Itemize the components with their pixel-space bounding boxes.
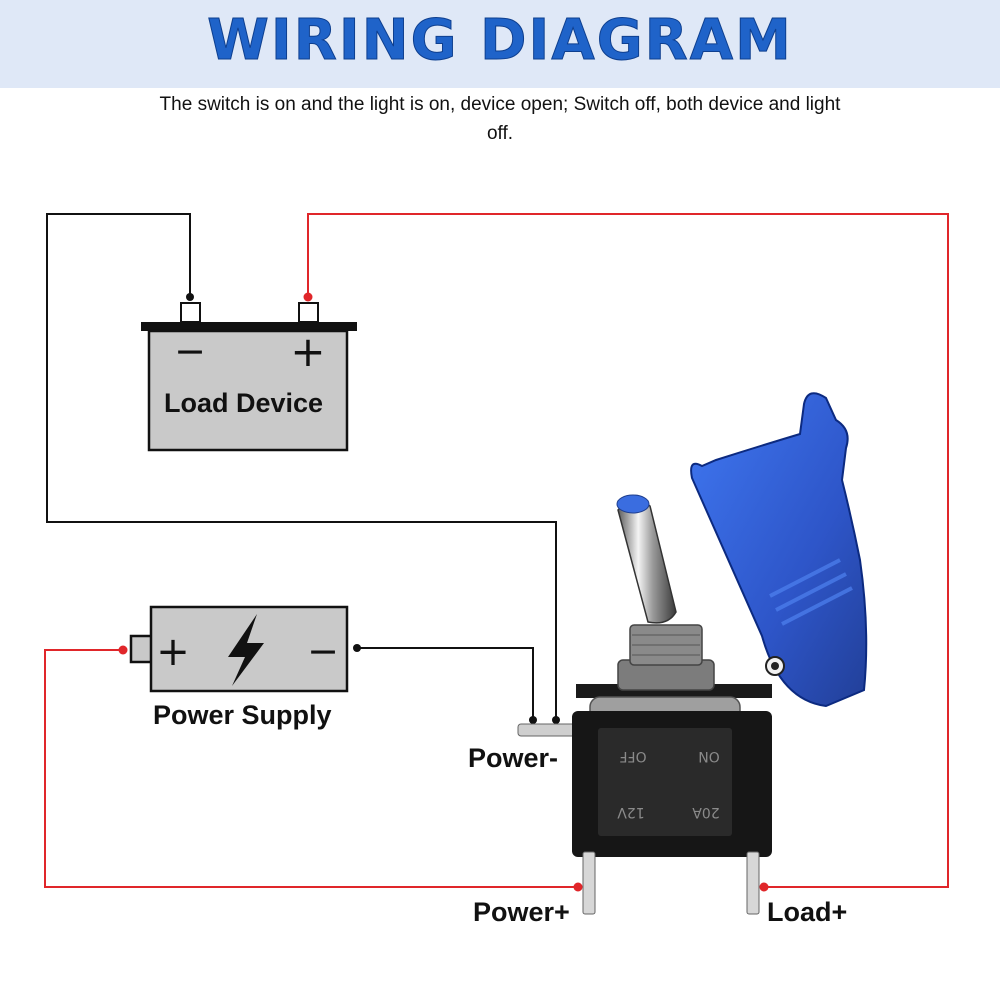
load-device-body: [147, 329, 349, 452]
terminal-label-power-plus: Power+: [473, 897, 570, 927]
terminal-tab-left: [517, 723, 577, 737]
page-subtitle: The switch is on and the light is on, de…: [159, 94, 841, 144]
node-switch-power-minus-b: [552, 716, 560, 724]
terminal-load-plus: [746, 851, 760, 915]
terminal-label-power-minus: Power-: [468, 743, 559, 773]
load-device-lid: [141, 322, 357, 331]
load-device-label: Load Device: [164, 388, 324, 418]
marking-on: ON: [698, 748, 720, 764]
switch-label-panel: [598, 728, 732, 836]
node-switch-load-plus: [759, 882, 769, 892]
marking-20a: 20A: [692, 804, 720, 820]
page-title: WIRING DIAGRAM: [207, 8, 793, 74]
node-load-plus: [303, 292, 313, 302]
marking-off: OFF: [619, 748, 646, 764]
positive-wires: [44, 213, 949, 888]
negative-wires: [46, 213, 557, 720]
toggle-lever: [617, 499, 677, 624]
power-supply-terminal: [129, 634, 155, 664]
load-plus-symbol: +: [290, 327, 325, 376]
supply-minus-symbol: −: [307, 629, 339, 673]
marking-12v: 12V: [617, 804, 645, 820]
power-supply: + −: [129, 605, 349, 693]
wire-supply-minus: [357, 647, 534, 720]
wire-load-minus: [46, 213, 557, 720]
terminal-label-load-plus: Load+: [767, 897, 848, 927]
lightning-bolt-icon: [228, 614, 264, 686]
load-minus-symbol: −: [174, 329, 206, 373]
header-band: [0, 0, 1000, 88]
load-device: − +: [141, 302, 357, 452]
power-supply-label: Power Supply: [153, 700, 332, 730]
toggle-switch: OFF ON 12V 20A: [517, 392, 868, 915]
cover-ribs: [769, 558, 853, 626]
node-switch-power-minus-a: [529, 716, 537, 724]
load-terminal-minus: [180, 302, 201, 323]
wire-load-plus: [307, 213, 949, 888]
load-terminal-plus: [298, 302, 319, 323]
node-supply-plus: [118, 645, 128, 655]
wire-supply-plus: [44, 649, 578, 888]
node-supply-minus: [353, 644, 361, 652]
terminal-power-plus: [582, 851, 596, 915]
node-switch-power-plus: [573, 882, 583, 892]
node-load-minus: [186, 293, 194, 301]
lever-led-tip: [616, 494, 650, 514]
supply-plus-symbol: +: [156, 629, 190, 675]
